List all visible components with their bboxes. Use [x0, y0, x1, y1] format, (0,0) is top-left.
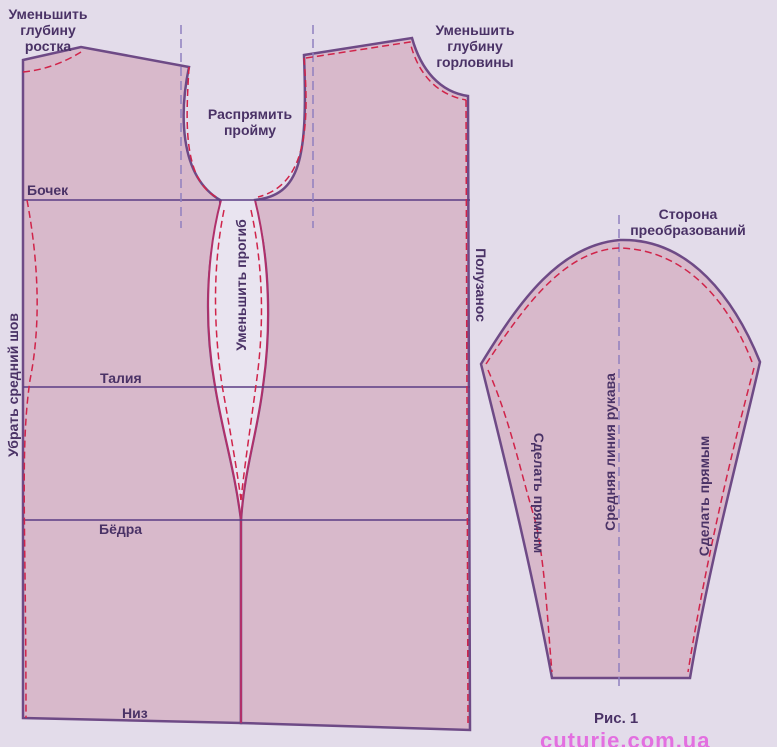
label-semi-overlap: Полузанос [473, 248, 489, 322]
label-make-straight-right: Сделать прямым [696, 435, 712, 557]
dashed-dart-right [240, 209, 263, 501]
label-waist-line: Талия [100, 370, 142, 386]
dashed-rise [22, 51, 82, 73]
label-remove-center-seam: Убрать средний шов [5, 312, 21, 458]
label-bust-line: Бочек [27, 182, 69, 198]
label-hip-line: Бёдра [99, 521, 143, 537]
label-reduce-neck: Уменьшить глубину горловины [435, 22, 515, 70]
watermark: cuturie.com.ua [540, 728, 711, 747]
dashed-sleeve-left [487, 369, 553, 673]
dashed-dart-left [214, 209, 242, 501]
label-sleeve-center-line: Средняя линия рукава [602, 373, 618, 531]
center-dart-line [207, 199, 242, 723]
label-transform-side: Сторона преобразований [630, 206, 746, 238]
dashed-sleeve-cap [485, 247, 753, 365]
sleeve-piece [479, 238, 762, 680]
front-piece [239, 36, 472, 732]
label-hem: Низ [122, 705, 148, 721]
center-dart-line-right [240, 199, 269, 521]
dashed-sleeve-right [687, 367, 755, 673]
dashed-armhole-left [186, 66, 219, 199]
dashed-armhole-right [257, 57, 307, 198]
label-reduce-curve: Уменьшить прогиб [233, 219, 249, 351]
dashed-neck [305, 41, 467, 101]
label-straighten-armhole: Распрямить пройму [207, 106, 293, 138]
label-make-straight-left: Сделать прямым [531, 432, 547, 554]
dashed-front-side [465, 99, 469, 726]
figure-caption: Рис. 1 [594, 710, 639, 727]
label-reduce-rise: Уменьшить глубину ростка [8, 6, 88, 54]
